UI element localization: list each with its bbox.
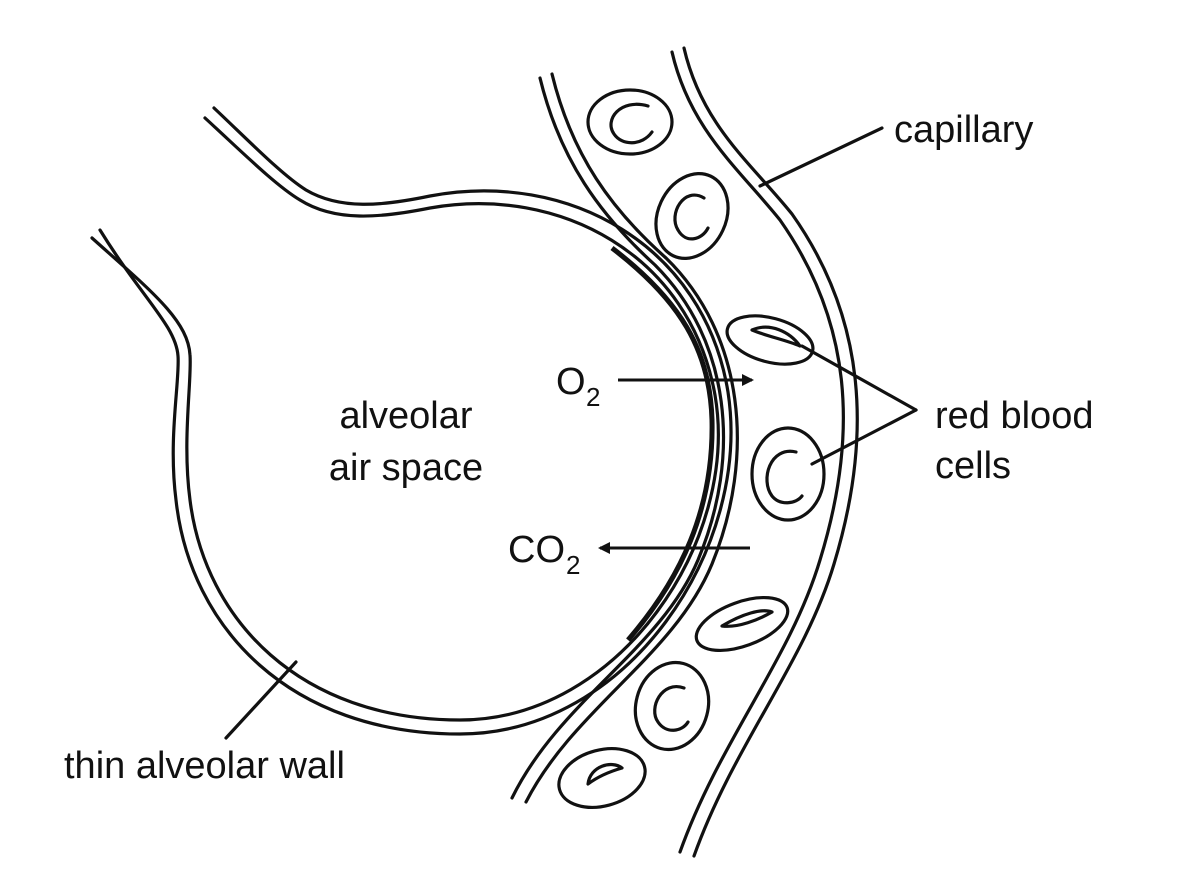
- alveolar-label-line1: alveolar: [339, 395, 472, 437]
- co2-label-main: CO: [508, 529, 565, 571]
- o2-label-main: O: [556, 361, 586, 403]
- red-blood-cell: [654, 172, 730, 260]
- rbc-leader-line-upper: [800, 344, 918, 412]
- o2-label-sub: 2: [586, 382, 600, 412]
- red-blood-cell: [750, 426, 826, 522]
- red-blood-cell: [633, 660, 711, 752]
- red-blood-cell: [725, 314, 815, 366]
- red-blood-cells-label-line1: red blood: [935, 395, 1093, 437]
- capillary-label: capillary: [894, 109, 1033, 151]
- red-blood-cells-label-line2: cells: [935, 445, 1011, 487]
- red-blood-cell: [586, 88, 674, 156]
- capillary-leader-line: [758, 126, 884, 188]
- alveolar-label-line2: air space: [329, 447, 483, 489]
- capillary-outer-wall-a: [670, 50, 845, 854]
- alveolus: [90, 106, 733, 736]
- capillary-outer-wall-b: [682, 46, 859, 858]
- red-blood-cell: [557, 747, 647, 809]
- capillary-inner-wall-b: [524, 72, 739, 804]
- capillary-vessel: [510, 46, 859, 858]
- rbc-leader-line-lower: [810, 408, 918, 466]
- alveolar-wall-outer: [90, 116, 720, 722]
- thin-alveolar-wall-label: thin alveolar wall: [64, 745, 345, 787]
- o2-label: O 2: [556, 361, 600, 412]
- capillary-inner-wall-a: [510, 76, 726, 800]
- red-blood-cell: [694, 596, 790, 652]
- thin-wall-leader-line: [224, 660, 298, 740]
- co2-label: CO 2: [508, 529, 580, 580]
- shared-thin-wall: [610, 246, 715, 642]
- alveolar-wall-inner: [98, 106, 733, 736]
- co2-label-sub: 2: [566, 550, 580, 580]
